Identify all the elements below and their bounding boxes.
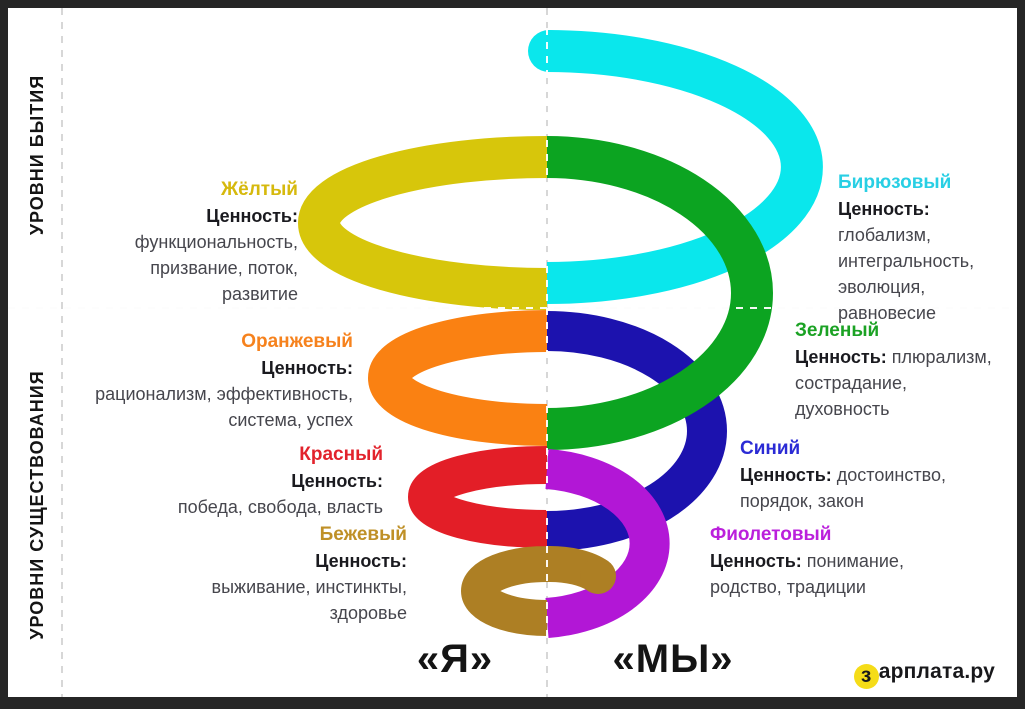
value-line: победа, свобода, власть	[177, 497, 383, 517]
value-line: система, успех	[228, 410, 353, 430]
level-name: Оранжевый	[241, 331, 353, 352]
level-name: Бирюзовый	[838, 172, 952, 193]
value-line: здоровье	[329, 603, 407, 623]
pole-we-label: «МЫ»	[612, 637, 734, 681]
axis-label-levels-of-existence: УРОВНИ СУЩЕСТВОВАНИЯ	[27, 370, 47, 640]
value-line: призвание, поток,	[150, 258, 298, 278]
value-caption: Ценность:	[838, 199, 930, 219]
level-name: Жёлтый	[220, 179, 298, 200]
center-dashed-line-overlay	[546, 28, 548, 650]
spiral-turquoise-arc	[546, 30, 823, 304]
value-line: эволюция,	[838, 277, 926, 297]
value-caption: Ценность:	[740, 465, 832, 485]
value-line: глобализм,	[838, 225, 931, 245]
spiral-turquoise-end-cap	[528, 30, 570, 72]
value-line: выживание, инстинкты,	[211, 577, 407, 597]
value-line: равновесие	[838, 303, 936, 323]
value-caption: Ценность:	[315, 551, 407, 571]
level-label-green: Зеленый Ценность: плюрализм, сострадание…	[795, 318, 1020, 422]
value-line: сострадание,	[795, 373, 907, 393]
spiral-beige-end-cap	[580, 558, 616, 594]
logo-yellow-circle: з	[853, 663, 879, 689]
spiral-orange-arc	[368, 310, 548, 446]
value-line: интегральность,	[838, 251, 975, 271]
axis-label-levels-of-being: УРОВНИ БЫТИЯ	[27, 74, 47, 236]
value-line: родство, традиции	[710, 577, 866, 597]
level-name: Фиолетовый	[710, 524, 832, 545]
value-caption: Ценность:	[206, 206, 298, 226]
left-axis-divider-dashed-line	[61, 8, 63, 697]
pole-self-label: «Я»	[416, 637, 494, 681]
value-caption: Ценность:	[291, 471, 383, 491]
spiral-red-arc	[408, 446, 548, 548]
level-name: Бежевый	[319, 524, 407, 545]
level-name: Красный	[299, 444, 383, 465]
value-line: духовность	[795, 399, 890, 419]
level-label-turquoise: Бирюзовый Ценность: глобализм, интеграль…	[838, 170, 1023, 326]
value-inline: достоинство,	[836, 465, 946, 485]
level-label-yellow: Жёлтый Ценность: функциональность, призв…	[58, 177, 298, 307]
level-label-purple: Фиолетовый Ценность: понимание, родство,…	[710, 522, 1010, 600]
value-inline: плюрализм,	[891, 347, 992, 367]
spiral-yellow-arc	[298, 136, 548, 310]
level-label-beige: Бежевый Ценность: выживание, инстинкты, …	[120, 522, 407, 626]
value-caption: Ценность:	[261, 358, 353, 378]
spiral-purple-arc	[545, 449, 670, 638]
value-caption: Ценность:	[710, 551, 802, 571]
value-caption: Ценность:	[795, 347, 887, 367]
value-line: функциональность,	[134, 232, 298, 252]
level-label-orange: Оранжевый Ценность: рационализм, эффекти…	[60, 329, 353, 433]
level-label-red: Красный Ценность: победа, свобода, власт…	[100, 442, 383, 520]
level-name: Зеленый	[795, 320, 880, 341]
level-label-blue: Синий Ценность: достоинство, порядок, за…	[740, 436, 1015, 514]
spiral-beige-arc	[461, 545, 609, 636]
value-line: порядок, закон	[740, 491, 864, 511]
value-line: развитие	[222, 284, 298, 304]
value-inline: понимание,	[806, 551, 904, 571]
horizontal-dashed-line-overlay	[8, 307, 1017, 309]
level-name: Синий	[740, 438, 801, 459]
value-line: рационализм, эффективность,	[95, 384, 353, 404]
logo-text: арплата.ру	[878, 660, 995, 683]
spiral-green-arc	[546, 136, 773, 450]
